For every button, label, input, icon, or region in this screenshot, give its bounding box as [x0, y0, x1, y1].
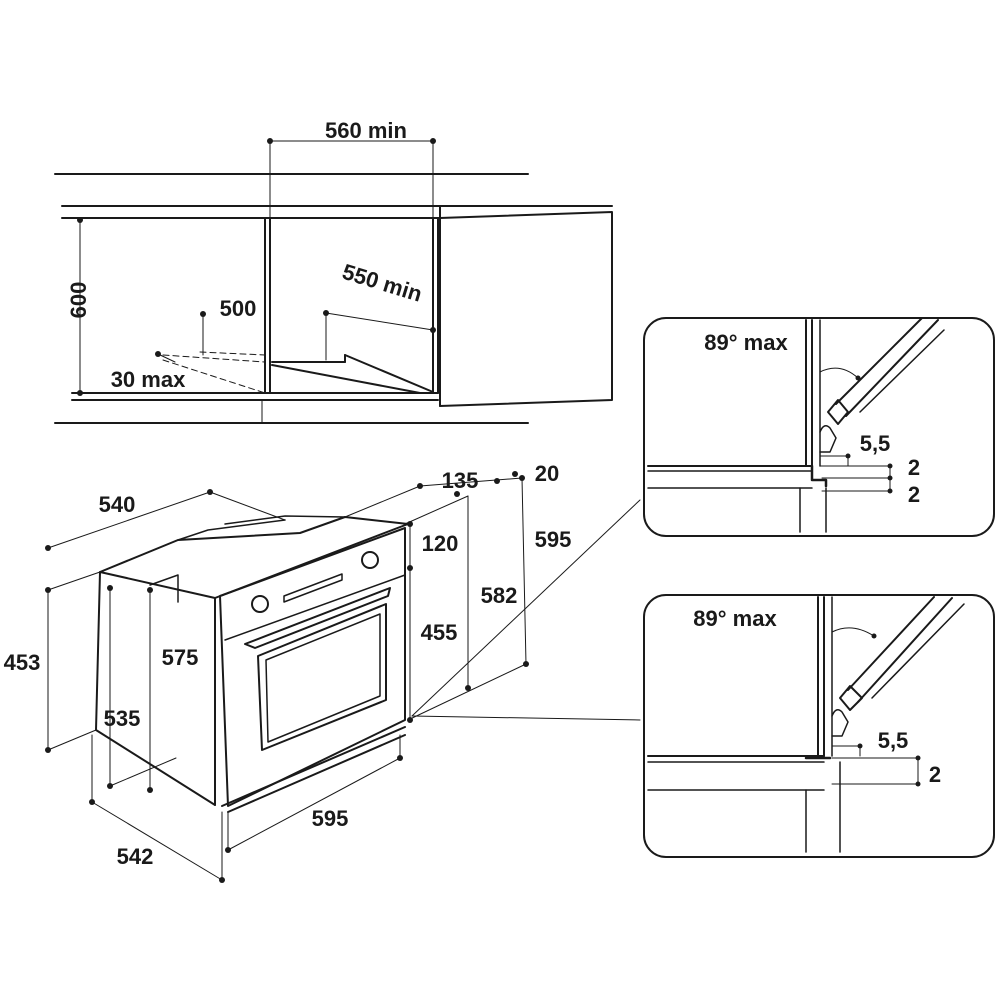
- body-depth-label: 575: [162, 645, 199, 670]
- door-height-label: 582: [481, 583, 518, 608]
- width-label: 595: [312, 806, 349, 831]
- oven-drawing: [45, 471, 641, 883]
- front-thickness-label: 20: [535, 461, 559, 486]
- top-depth-label: 540: [99, 492, 136, 517]
- detail-1-gap-label: 5,5: [860, 431, 891, 456]
- body-height-label: 453: [4, 650, 41, 675]
- opening-depth-label: 500: [220, 296, 257, 321]
- detail-1-step-b-label: 2: [908, 482, 920, 507]
- niche-drawing: [54, 138, 613, 424]
- detail-1-angle-label: 89° max: [704, 330, 788, 355]
- detail-2-step-a-label: 2: [929, 762, 941, 787]
- detail-2-gap-label: 5,5: [878, 728, 909, 753]
- detail-1-panel: [643, 317, 995, 537]
- front-height-label: 595: [535, 527, 572, 552]
- panel-height-label: 120: [422, 531, 459, 556]
- detail-1-step-a-label: 2: [908, 455, 920, 480]
- cavity-height-label: 455: [421, 620, 458, 645]
- niche-depth-label: 550 min: [339, 259, 425, 307]
- total-depth-label: 542: [117, 844, 154, 869]
- gap-label: 30 max: [111, 367, 186, 392]
- detail-2-panel: [643, 594, 995, 858]
- detail-2-angle-label: 89° max: [693, 606, 777, 631]
- niche-height-label: 600: [66, 282, 91, 319]
- top-offset-label: 135: [442, 468, 479, 493]
- lower-depth-label: 535: [104, 706, 141, 731]
- niche-width-label: 560 min: [325, 118, 407, 143]
